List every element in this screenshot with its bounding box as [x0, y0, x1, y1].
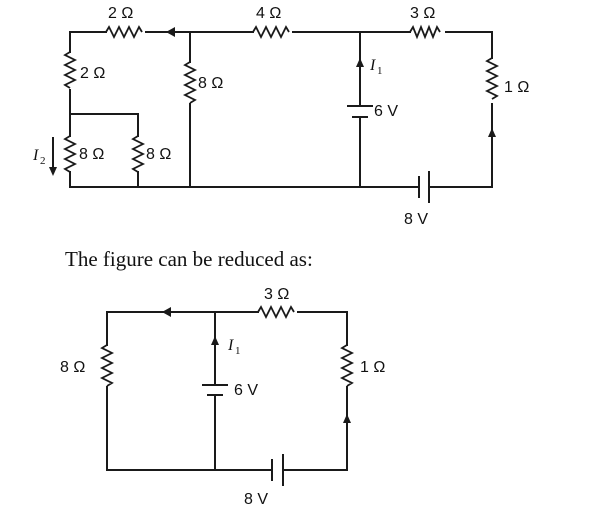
resistor-top-left: [105, 24, 143, 40]
reduced-resistor-top: [257, 304, 295, 320]
reduced-label-current-1: I: [227, 337, 234, 354]
reduced-resistor-right: [339, 344, 355, 387]
label-current-2-sub: 2: [40, 155, 46, 167]
reduced-arrow-top: [162, 307, 171, 317]
current-2-arrow-head: [49, 167, 57, 176]
arrow-right-column: [488, 128, 496, 137]
resistor-top-right: [409, 24, 441, 40]
label-current-1-sub: 1: [377, 65, 383, 77]
reduced-label-r-right: 1 Ω: [360, 359, 385, 376]
reduced-top-wire: [106, 311, 348, 346]
label-battery-6v: 6 V: [374, 103, 398, 120]
arrow-top-left: [166, 27, 175, 37]
reduced-label-current-1-sub: 1: [235, 345, 241, 357]
left-parallel-box: [69, 113, 191, 188]
reduced-right-wire: [284, 386, 348, 471]
reduced-circuit: 3 Ω 8 Ω 1 Ω 6 V 8 V I 1: [60, 286, 385, 508]
label-current-2: I: [32, 147, 39, 164]
resistor-center: [182, 61, 198, 104]
resistor-top-mid: [252, 24, 290, 40]
label-r-top-left: 2 Ω: [108, 5, 133, 22]
label-battery-8v: 8 V: [404, 211, 428, 228]
label-r-left-lower-a: 8 Ω: [79, 146, 104, 163]
reduced-resistor-left: [99, 344, 115, 387]
reduced-label-battery-8v: 8 V: [244, 491, 268, 508]
top-wire: [69, 31, 493, 59]
resistor-right: [484, 57, 500, 100]
label-r-left-lower-b: 8 Ω: [146, 146, 171, 163]
label-r-left-upper: 2 Ω: [80, 65, 105, 82]
resistor-left-lower-b: [130, 135, 146, 173]
reduced-label-r-top: 3 Ω: [264, 286, 289, 303]
resistor-left-lower-a: [62, 135, 78, 173]
reduced-left-wire: [106, 311, 261, 471]
label-current-1: I: [369, 57, 376, 74]
reduced-label-r-left: 8 Ω: [60, 359, 85, 376]
resistor-left-upper: [62, 51, 78, 89]
reduced-arrow-right: [343, 414, 351, 423]
current-1-arrow-head: [356, 58, 364, 67]
label-r-top-mid: 4 Ω: [256, 5, 281, 22]
reduced-label-battery-6v: 6 V: [234, 382, 258, 399]
reduced-current-1-arrow-head: [211, 336, 219, 345]
label-r-center: 8 Ω: [198, 75, 223, 92]
caption: The figure can be reduced as:: [65, 247, 313, 271]
top-circuit: 2 Ω 4 Ω 3 Ω 2 Ω 8 Ω 1 Ω 8 Ω 8 Ω 6 V 8 V …: [32, 5, 529, 228]
label-r-right: 1 Ω: [504, 79, 529, 96]
label-r-top-right: 3 Ω: [410, 5, 435, 22]
